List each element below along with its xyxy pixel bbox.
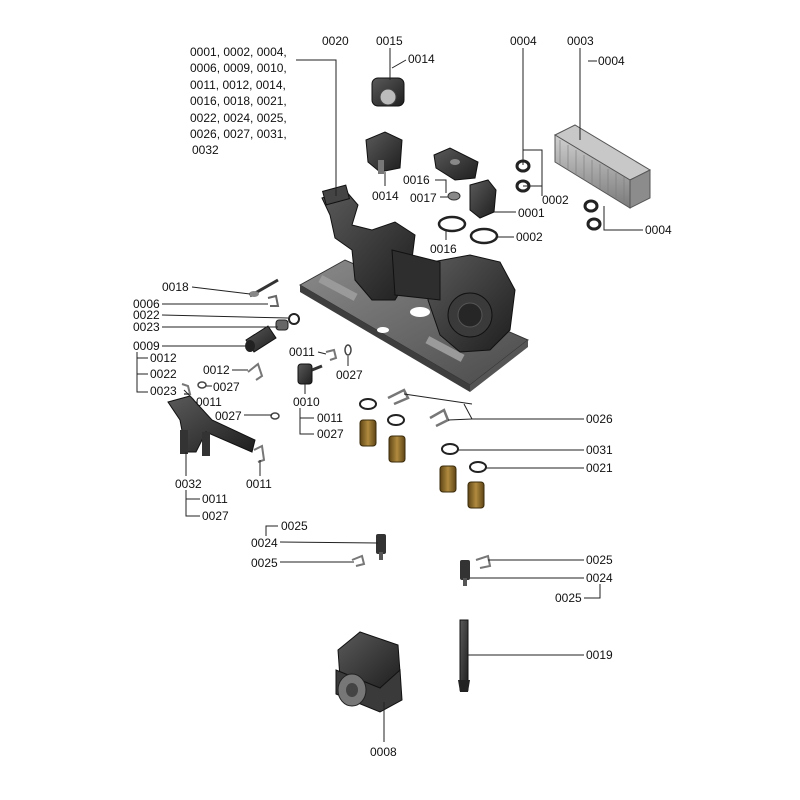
header-line: 0001, 0002, 0004, bbox=[190, 45, 287, 59]
callout-0011-b: 0011 bbox=[202, 492, 228, 506]
clip-0026a-part bbox=[387, 388, 410, 406]
callout-0019: 0019 bbox=[586, 648, 613, 662]
callout-0031: 0031 bbox=[586, 443, 613, 457]
callout-0023-sub: 0023 bbox=[150, 384, 177, 398]
callout-0011-a: 0011 bbox=[196, 395, 222, 409]
callout-0025-b: 0025 bbox=[251, 556, 278, 570]
callout-0015: 0015 bbox=[376, 34, 403, 48]
callout-0024-a: 0024 bbox=[251, 536, 278, 550]
clip-0025a-part bbox=[351, 554, 366, 567]
bypass-0032-part bbox=[167, 395, 256, 456]
callout-0026: 0026 bbox=[586, 412, 613, 426]
callout-0009: 0009 bbox=[133, 339, 160, 353]
callout-0022-sub: 0022 bbox=[150, 367, 177, 381]
callout-0023: 0023 bbox=[133, 320, 160, 334]
diverter-motor-0015-part bbox=[371, 77, 405, 107]
nut-0017-part bbox=[447, 191, 461, 201]
fitting-0023-part bbox=[275, 319, 289, 331]
callout-0016-top: 0016 bbox=[403, 173, 430, 187]
filter-0009-part bbox=[245, 325, 277, 353]
callout-0012-sub: 0012 bbox=[150, 351, 177, 365]
clip-0011a-part bbox=[181, 383, 192, 395]
header-line: 0026, 0027, 0031, bbox=[190, 127, 287, 142]
header-line: 0022, 0024, 0025, bbox=[190, 110, 287, 125]
header-part-list: 0001, 0002, 0004, 0006, 0009, 0010, 0011… bbox=[190, 44, 287, 159]
oring-0016-part bbox=[437, 215, 467, 233]
callout-0025-d: 0025 bbox=[555, 591, 582, 605]
callout-0025-a: 0025 bbox=[281, 519, 308, 533]
callout-0016-bottom: 0016 bbox=[430, 242, 457, 256]
header-line: 0016, 0018, 0021, bbox=[190, 94, 287, 109]
cap-0016-part bbox=[433, 147, 479, 181]
callout-0010: 0010 bbox=[293, 395, 320, 409]
callout-0027-c: 0027 bbox=[202, 509, 229, 523]
callout-0018: 0018 bbox=[162, 280, 189, 294]
clip-0025b-part bbox=[475, 554, 492, 569]
oring-0022-part bbox=[288, 313, 300, 325]
callout-0011-e: 0011 bbox=[317, 411, 343, 425]
purge-valve-0024a-part bbox=[376, 534, 386, 560]
header-line: 0006, 0009, 0010, bbox=[190, 61, 287, 76]
oring-0002-part bbox=[469, 227, 499, 245]
washer-0027c-part bbox=[344, 344, 352, 356]
callout-0032: 0032 bbox=[175, 477, 202, 491]
base-plate-part bbox=[298, 259, 529, 392]
valve-0001-part bbox=[469, 179, 497, 219]
callout-0022: 0022 bbox=[133, 308, 160, 322]
hydraulic-manifold-part bbox=[321, 184, 516, 353]
callout-0014-mid: 0014 bbox=[372, 189, 399, 203]
callout-0027-a: 0027 bbox=[213, 380, 240, 394]
plate-heat-exchanger-0003-part bbox=[553, 124, 652, 209]
callout-0025-c: 0025 bbox=[586, 553, 613, 567]
callout-0027-e: 0027 bbox=[317, 427, 344, 441]
washer-0027a-part bbox=[197, 381, 207, 389]
clip-0011c-part bbox=[325, 348, 338, 361]
callout-0004-hex: 0004 bbox=[598, 54, 625, 68]
fitting-0010-part bbox=[297, 363, 323, 385]
clip-0012-part bbox=[247, 362, 264, 381]
clip-0026b-part bbox=[429, 408, 450, 428]
callout-0006: 0006 bbox=[133, 297, 160, 311]
callout-0014-top: 0014 bbox=[408, 52, 435, 66]
brass-fittings-part bbox=[359, 398, 487, 509]
callout-0002-top: 0002 bbox=[542, 193, 569, 207]
callout-0012: 0012 bbox=[203, 363, 230, 377]
callout-0003: 0003 bbox=[567, 34, 594, 48]
callout-0027-d: 0027 bbox=[336, 368, 363, 382]
purge-valve-0024b-part bbox=[460, 560, 470, 586]
callout-0008: 0008 bbox=[370, 745, 397, 759]
callout-0011-d: 0011 bbox=[289, 345, 315, 359]
header-line: 0011, 0012, 0014, bbox=[190, 77, 286, 92]
callout-0002-bottom: 0002 bbox=[516, 230, 543, 244]
leader-lines bbox=[136, 48, 643, 742]
callout-0024-b: 0024 bbox=[586, 571, 613, 585]
clip-0006-part bbox=[267, 294, 280, 307]
callout-0017: 0017 bbox=[410, 191, 437, 205]
clip-0011b-part bbox=[253, 444, 266, 463]
sensor-0018-part bbox=[249, 278, 279, 298]
callout-0020: 0020 bbox=[322, 34, 349, 48]
washer-0027b-part bbox=[270, 412, 280, 420]
callout-0027-b: 0027 bbox=[215, 409, 242, 423]
rod-0019-part bbox=[458, 619, 470, 692]
callout-0004-top: 0004 bbox=[510, 34, 537, 48]
circulation-pump-0008-part bbox=[335, 631, 403, 713]
callout-0004-right: 0004 bbox=[645, 223, 672, 237]
callout-0001: 0001 bbox=[518, 206, 545, 220]
header-line: 0032 bbox=[192, 143, 219, 158]
callout-0011-c: 0011 bbox=[246, 477, 272, 491]
callout-0021: 0021 bbox=[586, 461, 613, 475]
actuator-0014-part bbox=[365, 131, 403, 174]
